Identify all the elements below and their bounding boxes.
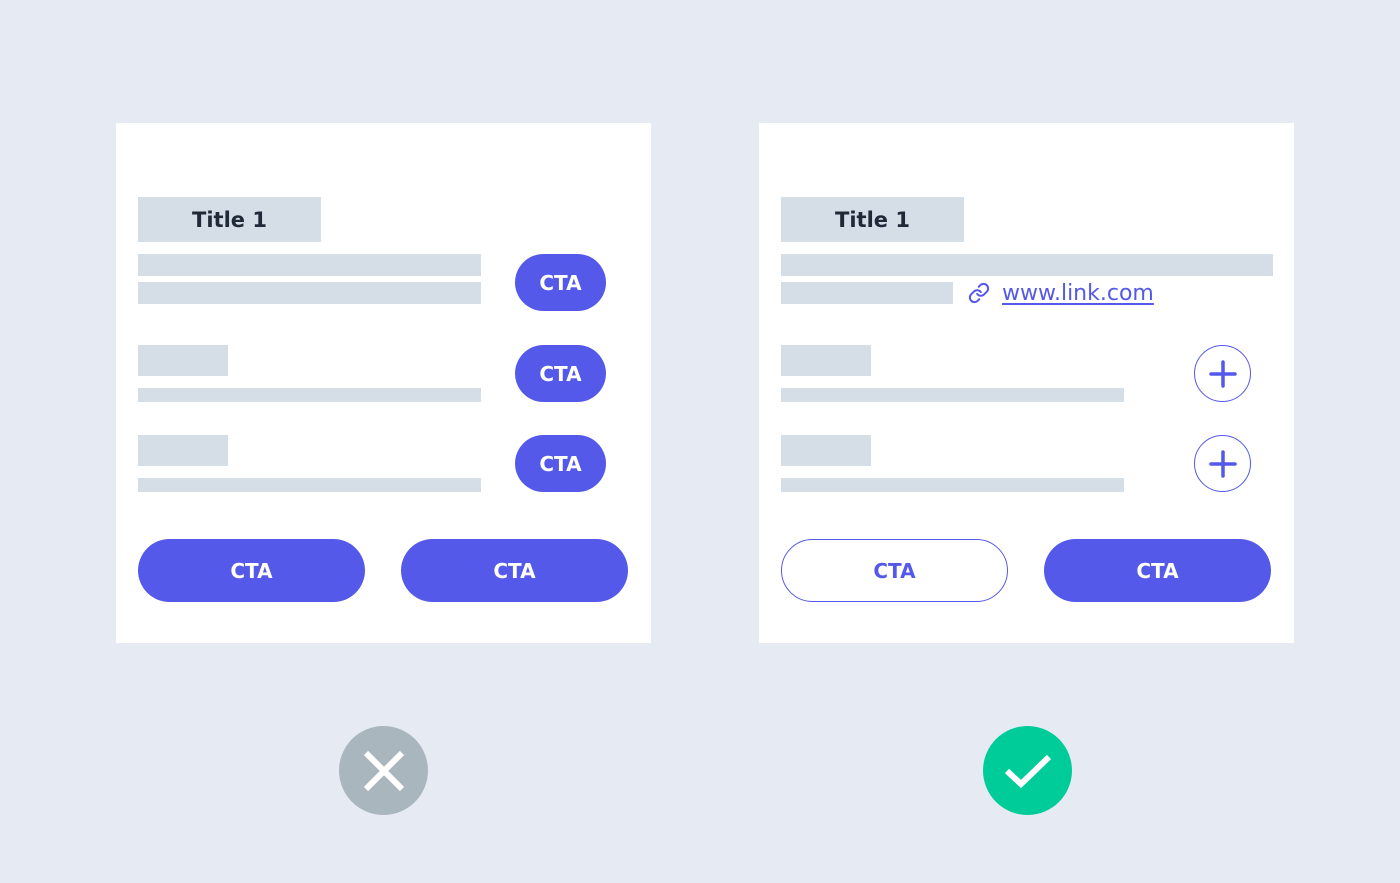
secondary-cta-button[interactable]: CTA	[781, 539, 1008, 602]
text-placeholder-line	[138, 254, 481, 276]
text-placeholder-line	[781, 388, 1124, 402]
link-icon	[968, 282, 990, 304]
close-icon	[362, 749, 406, 793]
bad-status-badge	[339, 726, 428, 815]
text-placeholder-line	[138, 478, 481, 492]
subtitle-placeholder	[781, 435, 871, 466]
good-example-card: Title 1 www.link.com CTA	[759, 123, 1294, 643]
card-title: Title 1	[781, 197, 964, 242]
subtitle-placeholder	[138, 345, 228, 376]
text-placeholder-line	[781, 282, 953, 304]
plus-icon	[1208, 449, 1237, 478]
text-placeholder-line	[138, 388, 481, 402]
card-title: Title 1	[138, 197, 321, 242]
plus-icon	[1208, 359, 1237, 388]
secondary-cta-button[interactable]: CTA	[138, 539, 365, 602]
check-icon	[1003, 751, 1053, 791]
add-button[interactable]	[1194, 435, 1251, 492]
text-placeholder-line	[781, 478, 1124, 492]
subtitle-placeholder	[138, 435, 228, 466]
link-row[interactable]: www.link.com	[968, 279, 1154, 307]
primary-cta-button[interactable]: CTA	[1044, 539, 1271, 602]
primary-cta-button[interactable]: CTA	[401, 539, 628, 602]
row-cta-button[interactable]: CTA	[515, 435, 606, 492]
good-status-badge	[983, 726, 1072, 815]
bad-example-card: Title 1 CTA CTA CTA CTA CTA	[116, 123, 651, 643]
text-placeholder-line	[138, 282, 481, 304]
link-text[interactable]: www.link.com	[1002, 280, 1154, 306]
add-button[interactable]	[1194, 345, 1251, 402]
text-placeholder-line	[781, 254, 1273, 276]
row-cta-button[interactable]: CTA	[515, 254, 606, 311]
subtitle-placeholder	[781, 345, 871, 376]
row-cta-button[interactable]: CTA	[515, 345, 606, 402]
